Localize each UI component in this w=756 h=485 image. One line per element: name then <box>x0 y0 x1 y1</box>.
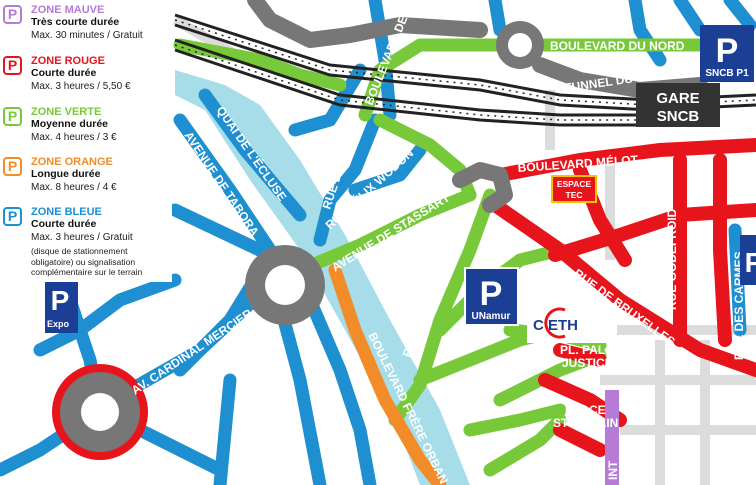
rail-track <box>174 38 640 117</box>
red-street-melot <box>493 138 756 182</box>
blue-street <box>673 0 707 37</box>
legend-zone-title: ZONE ROUGE <box>31 55 105 67</box>
legend-zone-orange-badge: P <box>3 157 22 176</box>
label-place-st-aubain-1: PLACE <box>565 403 606 417</box>
blue-street-wodon <box>348 143 427 197</box>
blue-street-quai <box>198 88 307 222</box>
legend-zone-title: ZONE MAUVE <box>31 4 105 16</box>
blue-street-dodane <box>313 113 382 247</box>
sncb-parking-letter: P <box>716 32 739 70</box>
expo-parking-box <box>45 280 78 333</box>
ceth-logo: C ETH <box>527 303 617 343</box>
legend-zone-duration: Courte durée <box>31 67 97 79</box>
expo-parking-sign: P Expo <box>45 280 78 333</box>
roundabout-cardinal-center <box>81 393 119 431</box>
zone-legend: P ZONE MAUVE Très courte durée Max. 30 m… <box>0 0 172 282</box>
green-street <box>173 38 347 92</box>
unamur-parking-box <box>464 267 519 326</box>
legend-zone-rouge-badge: P <box>3 56 22 75</box>
legend-zone-max: Max. 30 minutes / Gratuit <box>31 30 143 41</box>
espace-tec-box <box>551 175 597 203</box>
legend-zone-title: ZONE VERTE <box>31 106 102 118</box>
expo-parking-letter: P <box>51 285 70 316</box>
legend-zone-max: Max. 8 heures / 4 € <box>31 182 117 193</box>
legend-zone-note: (disque de stationnement obligatoire) ou… <box>31 246 143 277</box>
legend-zone-duration: Courte durée <box>31 218 97 230</box>
label-boulevard-du-nord: BOULEVARD DU NORD <box>550 39 685 53</box>
green-street-merckem <box>358 38 527 122</box>
blue-street <box>33 273 182 357</box>
unamur-parking-label: UNamur <box>472 311 511 322</box>
legend-zone-title: ZONE BLEUE <box>31 206 102 218</box>
blue-street <box>288 63 367 137</box>
espace-tec: ESPACE TEC <box>551 175 597 203</box>
gare-sncb-box <box>636 83 720 127</box>
rail-track <box>174 48 640 127</box>
railway-ties <box>174 19 756 121</box>
red-street <box>548 203 756 262</box>
green-street <box>463 403 567 437</box>
legend-zone-max: Max. 3 heures / 5,50 € <box>31 81 131 92</box>
sncb-parking-label: SNCB P1 <box>705 68 749 79</box>
rail-ties <box>174 44 640 121</box>
gare-sncb: GARE SNCB <box>636 83 720 127</box>
legend-zone-title: ZONE ORANGE <box>31 156 113 168</box>
ceth-logo-box <box>527 303 617 343</box>
blue-street-tabora <box>173 113 277 257</box>
carmes-parking-letter: P <box>745 247 756 278</box>
blue-street-lemaitre <box>303 293 377 485</box>
blue-street <box>488 0 507 37</box>
legend-zone-bleue-badge: P <box>3 207 22 226</box>
roundabout-nord-center <box>508 33 532 57</box>
carmes-parking-sign: P <box>740 235 756 285</box>
legend-zone-max: Max. 3 heures / Gratuit <box>31 232 133 243</box>
blue-street <box>168 203 277 262</box>
label-palais-justice-1: PL. PALAIS <box>560 343 625 357</box>
roundabout-tabora-center <box>265 265 305 305</box>
espace-tec-label-1: ESPACE <box>557 179 592 189</box>
blue-street-carmes <box>728 223 747 337</box>
expo-parking-label: Expo <box>47 319 70 329</box>
green-street-stassart <box>293 188 477 277</box>
blue-street <box>273 298 327 485</box>
label-place-st-aubain-2: ST-AUBAIN <box>553 416 618 430</box>
espace-tec-label-2: TEC <box>566 190 583 200</box>
unamur-parking-sign: P UNamur <box>464 267 519 326</box>
grey-road <box>247 0 488 48</box>
label-palais-justice-2: JUSTICE <box>562 356 613 370</box>
unamur-parking-letter: P <box>480 275 503 313</box>
ceth-logo-arc <box>544 307 566 339</box>
gare-label-1: GARE <box>656 90 699 107</box>
sncb-parking-box <box>700 25 754 82</box>
legend-zone-duration: Moyenne durée <box>31 118 109 130</box>
red-street <box>553 423 607 457</box>
orange-zone-street <box>328 263 447 485</box>
ceth-logo-letters: C ETH <box>533 317 578 334</box>
green-zone-streets <box>173 38 707 477</box>
green-street <box>483 413 567 477</box>
gare-label-2: SNCB <box>657 108 700 125</box>
red-street <box>553 343 607 367</box>
grey-ring <box>452 162 513 213</box>
green-street-rempart <box>388 188 497 427</box>
legend-zone-duration: Longue durée <box>31 168 101 180</box>
legend-zone-max: Max. 4 heures / 3 € <box>31 132 117 143</box>
legend-zone-duration: Très courte durée <box>31 16 120 28</box>
blue-street <box>723 0 756 32</box>
blue-street <box>213 373 237 485</box>
red-street-bruxelles <box>488 198 756 377</box>
label-rue-godefroid: RUE GODEFROID <box>665 208 679 310</box>
label-mauve-street: INT <box>606 460 620 480</box>
legend-zone-verte-badge: P <box>3 107 22 126</box>
red-zone-streets <box>488 138 756 457</box>
legend-zone-mauve-badge: P <box>3 5 22 24</box>
carmes-parking-box <box>740 235 756 285</box>
red-street <box>713 153 732 347</box>
sncb-parking-sign: P SNCB P1 <box>700 25 754 82</box>
